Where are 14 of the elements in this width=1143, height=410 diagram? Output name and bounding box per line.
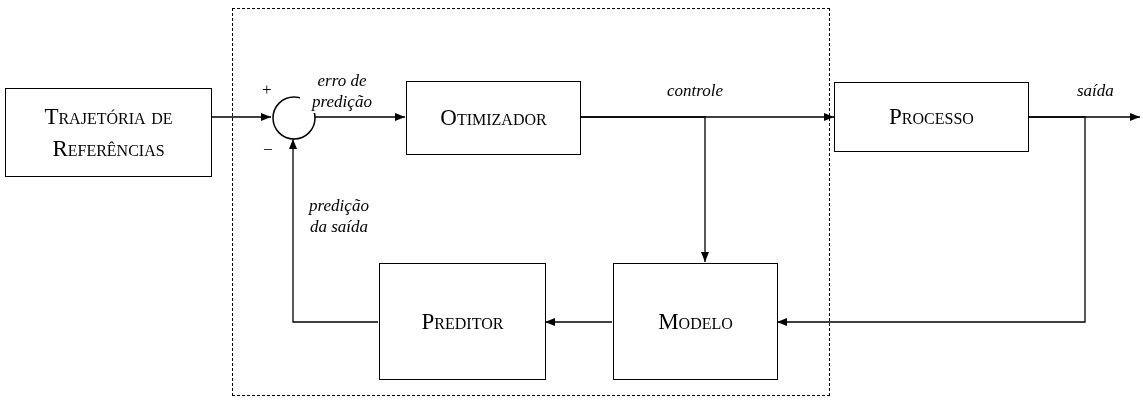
arrow	[211, 113, 272, 121]
sign-label: −	[263, 140, 273, 160]
arrow	[314, 113, 406, 121]
process-box: Otimizador	[406, 81, 581, 155]
dashed-boundary	[232, 8, 830, 396]
arrow	[579, 116, 709, 263]
process-box: Trajetória de Referências	[5, 88, 212, 177]
arrow	[289, 138, 379, 323]
arrow	[776, 116, 1086, 326]
process-box: Preditor	[379, 263, 546, 380]
process-box: Processo	[834, 82, 1029, 152]
process-box: Modelo	[613, 263, 778, 380]
arrow	[544, 318, 613, 326]
sign-label: +	[262, 80, 272, 100]
